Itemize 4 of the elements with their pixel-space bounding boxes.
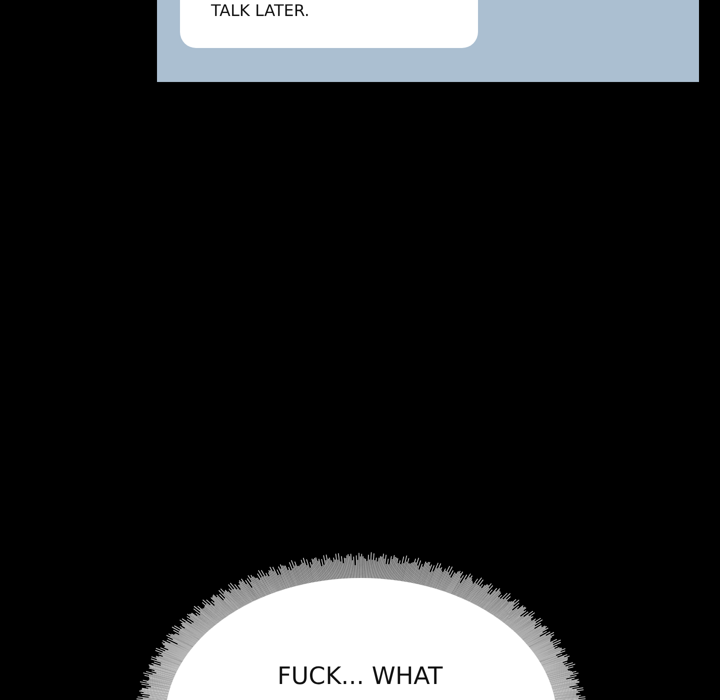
panel-background: [157, 0, 699, 82]
message-text: TALK LATER.: [211, 1, 310, 20]
message-bubble: [180, 0, 478, 48]
speech-text: FUCK... WHAT: [276, 662, 444, 690]
